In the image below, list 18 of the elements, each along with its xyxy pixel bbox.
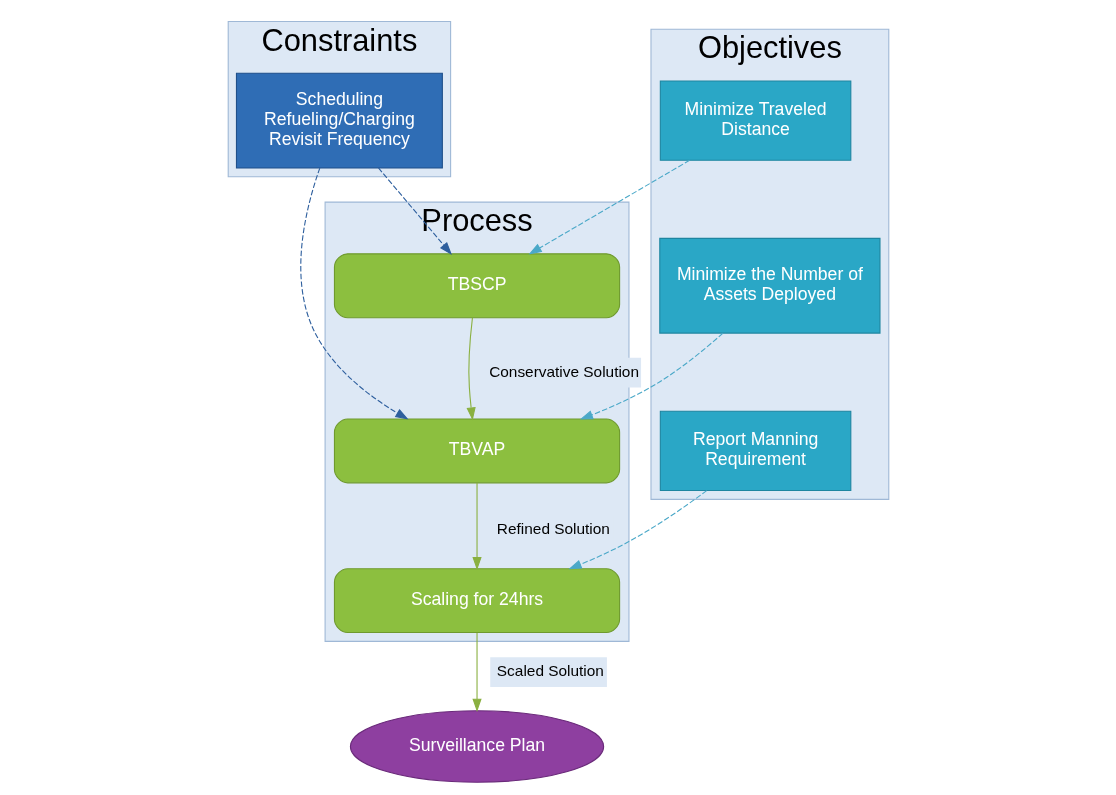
node-box: TBSCP bbox=[333, 253, 620, 319]
arrow bbox=[471, 482, 482, 571]
edge-label: Refined Solution bbox=[496, 520, 610, 538]
arrow bbox=[528, 159, 690, 255]
arrow bbox=[299, 167, 408, 420]
arrow bbox=[567, 490, 707, 570]
arrow bbox=[471, 632, 482, 712]
node-box: Minimize Traveled Distance bbox=[659, 80, 851, 161]
node-ellipse: Surveillance Plan bbox=[349, 710, 604, 783]
node-box: Scaling for 24hrs bbox=[333, 568, 620, 634]
node-box: Scheduling Refueling/Charging Revisit Frequency bbox=[235, 72, 443, 169]
arrow bbox=[579, 332, 723, 420]
node-box: Report Manning Requirement bbox=[659, 410, 851, 492]
node-box: TBVAP bbox=[333, 418, 620, 484]
arrow bbox=[377, 167, 452, 256]
edge-label: Scaled Solution bbox=[496, 662, 604, 680]
node-box: Minimize the Number of Assets Deployed bbox=[658, 237, 881, 334]
arrow bbox=[466, 317, 476, 421]
